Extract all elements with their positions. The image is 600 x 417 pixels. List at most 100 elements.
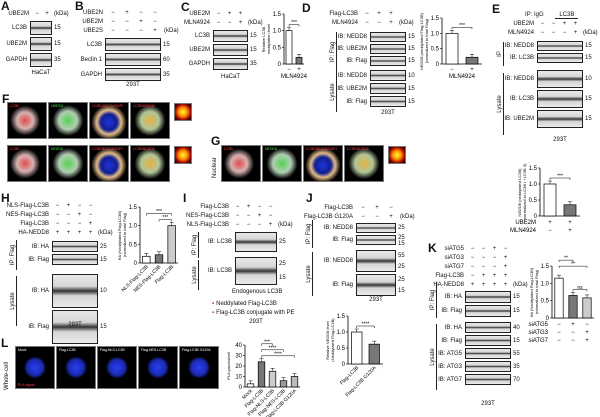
bar	[351, 331, 363, 365]
micrograph-f-merge-dapi-2: LC3B/NEDD8/DAPI	[89, 145, 129, 182]
kda-marker: 25	[279, 239, 286, 245]
y-tick-label: 0.5	[431, 47, 440, 53]
y-tick-label: 0	[546, 316, 550, 322]
kda-marker: 15	[250, 47, 257, 53]
blot-label: UBE2M	[6, 41, 27, 47]
western-blot-image	[213, 44, 248, 56]
kda-markers: 15	[406, 83, 415, 94]
blot-label: IB: HA	[444, 324, 462, 331]
bar	[543, 183, 557, 217]
kda-markers: 15	[511, 305, 520, 317]
western-blot-image	[105, 38, 161, 51]
western-blot-image	[52, 310, 98, 344]
conditions-b: UBE2N−+−−UBE2M−−+−UBE2S−−−+(kDa)	[70, 9, 178, 36]
condition-sign: −	[268, 213, 273, 219]
significance-bracket	[261, 349, 284, 352]
ip-label: IP:	[525, 12, 533, 18]
blot-label: IB: NEDD8	[504, 43, 534, 49]
western-blot-image	[537, 41, 583, 51]
significance-bracket	[451, 27, 473, 30]
condition-sign: +	[77, 212, 82, 218]
micrograph-l-flag-lc3b: Flag-LC3B	[56, 346, 96, 389]
condition-label: MLN4924	[510, 228, 537, 234]
conditions-c: UBE2M−++MLN4924−−+(kDa)	[178, 10, 263, 28]
condition-sign: −	[153, 10, 157, 16]
condition-sign: −	[88, 212, 93, 218]
kda-marker: 60	[163, 56, 170, 63]
kda-markers: 15	[406, 96, 415, 107]
sample-label: Flag-LC3B G120A	[182, 348, 211, 352]
micrograph-f-merge-2: LC3B/NEDD8	[130, 145, 170, 182]
pla-signal-label: PLA signal	[18, 383, 35, 387]
western-blot-image	[465, 322, 511, 333]
condition-row: UBE2S−−−+(kDa)	[70, 27, 178, 36]
condition-row: UBE2M−−++	[497, 20, 598, 29]
kda-header: (kDa)	[399, 20, 414, 26]
y-tick-label: 1.0	[273, 29, 282, 35]
western-blot-image	[370, 56, 406, 66]
condition-label: NES-Flag-LC3B	[185, 213, 229, 219]
blot-label: IB: Flag	[346, 98, 367, 105]
conditions-k: siATG5−−+−siATG3−−−+siATG7−−−+Flag-LC3B−…	[430, 245, 527, 290]
condition-sign: −	[551, 21, 556, 27]
condition-sign: +	[227, 11, 232, 17]
y-axis-label: HA (Neddylated Flag-LC3B) (normalized to…	[529, 267, 539, 318]
condition-label: UBE2M	[189, 11, 210, 17]
condition-label: NES-Flag-LC3B	[5, 212, 49, 218]
blot-label: IB: Flag	[332, 282, 353, 288]
y-tick-label: 30	[235, 354, 242, 360]
condition-label: UBE2M	[8, 11, 29, 17]
condition-sign: +	[66, 230, 71, 236]
condition-sign: −	[470, 273, 475, 279]
kda-markers: 55	[511, 348, 520, 359]
panel-letter-a: A	[1, 0, 10, 13]
kda-markers: 15	[98, 310, 107, 344]
western-blot-image	[30, 37, 52, 51]
condition-sign: +	[585, 338, 589, 344]
kda-marker: 70	[513, 376, 520, 383]
channel-label: LC3B/NEDD8/DAPI	[306, 147, 337, 151]
kda-marker: 40	[513, 324, 520, 331]
blot-label: IB: UBE2M	[504, 116, 534, 122]
blot-label: Beclin 1	[80, 56, 102, 63]
condition-sign: −	[365, 20, 369, 26]
micrograph-g-merge-dapi: LC3B/NEDD8/DAPI	[303, 145, 343, 182]
bar	[246, 383, 255, 388]
western-blot-image	[370, 96, 406, 107]
condition-label: NLS-Flag-LC3B	[186, 222, 229, 228]
cell-line-a: HaCaT	[31, 70, 51, 76]
condition-sign: +	[568, 228, 572, 234]
y-tick-label: 1.0	[541, 281, 550, 287]
blot-label: GAPDH	[80, 71, 102, 78]
bar-chart: 00.51.01.5HA (Neddylated Flag-LC3B) (nor…	[528, 256, 594, 344]
kda-markers: 15	[52, 37, 61, 51]
blot-label: IB: ATG5	[438, 350, 462, 357]
western-blot-image	[465, 335, 511, 346]
condition-label: NLS-Flag-LC3B	[6, 203, 49, 209]
ip-target: LC3B	[555, 12, 579, 19]
condition-sign: −	[235, 222, 240, 228]
y-tick-label: 0.5	[541, 299, 550, 305]
western-blot-image	[213, 58, 248, 70]
condition-sign: +	[88, 221, 93, 227]
kda-markers: 15	[583, 41, 592, 51]
condition-sign: +	[481, 282, 486, 288]
condition-sign: +	[389, 11, 393, 17]
kda-markers: 10	[406, 70, 415, 81]
kda-marker: 35	[163, 71, 170, 78]
blot-label: IB: UBE2M	[337, 46, 367, 52]
y-axis-label: NEDD8 (neddylated LC3B) (normalized to L…	[517, 163, 527, 220]
panel-letter-b: B	[75, 0, 84, 13]
western-blot-image	[537, 53, 583, 63]
condition-label: Flag-LC3B	[329, 11, 358, 17]
